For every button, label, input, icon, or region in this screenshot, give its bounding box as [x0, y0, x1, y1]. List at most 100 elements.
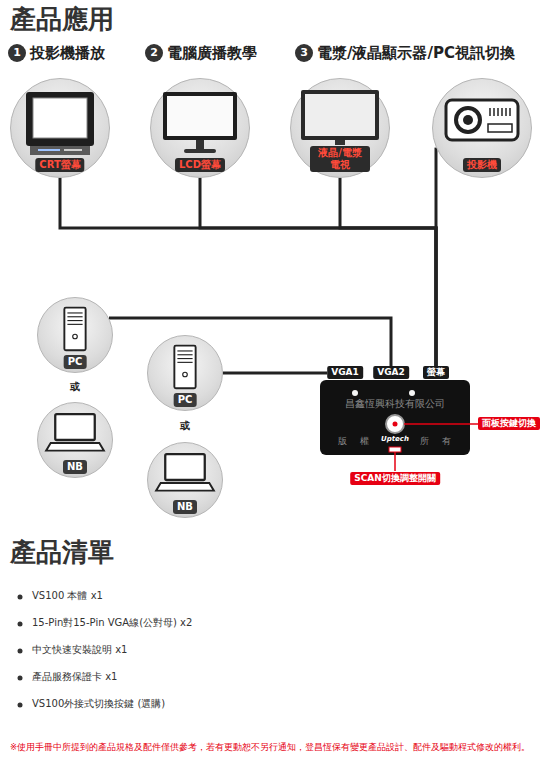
callout-number: 3: [300, 46, 308, 59]
list-bullet: [18, 649, 23, 654]
watermark: 版: [338, 436, 347, 447]
or-text: 或: [180, 420, 190, 432]
list-item: 15-Pin對15-Pin VGA線(公對母) x2: [32, 617, 192, 629]
icon-part: [488, 124, 512, 132]
device-icon: [163, 92, 237, 153]
icon-part: [305, 94, 375, 136]
device-icon: [46, 414, 104, 450]
led-lamp: [409, 390, 415, 396]
callout-box: SCAN切換調整開關: [350, 472, 440, 485]
icon-part: [67, 312, 82, 313]
device-label: CRT螢幕: [35, 158, 84, 172]
list-bullet: [18, 622, 23, 627]
device-label: NB: [173, 500, 197, 514]
notebook-circle: NB: [37, 402, 113, 478]
watermark: 有: [442, 436, 451, 447]
section-title: 產品清單: [10, 537, 114, 568]
icon-part: [456, 108, 480, 132]
callout-text: 面板按鍵切換: [482, 418, 536, 429]
port-name: VGA1: [331, 367, 359, 378]
footnote: ※使用手冊中所提到的產品規格及配件僅供參考，若有更動恕不另行通知，登昌恆保有變更…: [10, 742, 530, 752]
cable-line: [340, 178, 436, 366]
callout-number: 1: [13, 46, 21, 59]
leader-line: [394, 455, 396, 471]
device-icon: [301, 90, 379, 145]
list-bullet: [18, 703, 23, 708]
device-icon: [64, 308, 85, 351]
list-item: VS100 本體 x1: [32, 590, 103, 602]
display-circle: LCD螢幕: [150, 78, 250, 178]
icon-part: [64, 308, 85, 351]
port-tag: VGA1: [327, 366, 363, 379]
cable-line: [200, 178, 436, 366]
leader-line: [470, 423, 478, 425]
icon-part: [335, 140, 345, 145]
icon-part: [174, 346, 195, 389]
device-icon: [26, 92, 94, 155]
callout-box: 面板按鍵切換: [478, 417, 540, 430]
port-name: 螢幕: [427, 367, 445, 378]
icon-part: [183, 372, 188, 377]
cable-line: [223, 372, 327, 375]
icon-part: [463, 115, 473, 125]
icon-part: [505, 108, 507, 116]
computer-circle: PC: [37, 297, 113, 373]
display-circle: 投影機: [432, 78, 532, 178]
list-item: VS100外接式切換按鍵 (選購): [32, 698, 165, 710]
icon-part: [55, 414, 95, 440]
page-title: 產品應用: [10, 4, 114, 35]
port-name: VGA2: [377, 367, 405, 378]
port-tag: 螢幕: [423, 366, 449, 379]
section-heading: 電漿/液晶顯示器/PC視訊切換: [317, 44, 515, 62]
icon-part: [184, 149, 216, 153]
panel-button: [386, 415, 404, 433]
list-item: 中文快速安裝說明 x1: [32, 644, 127, 656]
section-heading: 電腦廣播教學: [167, 44, 257, 62]
icon-part: [501, 108, 503, 116]
icon-part: [446, 100, 518, 140]
device-label: NB: [63, 460, 87, 474]
icon-part: [167, 96, 233, 136]
icon-part: [64, 149, 82, 151]
icon-part: [26, 92, 94, 146]
cable-line: [60, 178, 436, 366]
list-bullet: [18, 595, 23, 600]
icon-part: [196, 140, 204, 149]
icon-part: [38, 149, 60, 151]
watermark: 權: [360, 436, 369, 447]
computer-circle: PC: [147, 335, 223, 411]
icon-part: [163, 92, 237, 140]
or-text: 或: [70, 381, 80, 393]
icon-part: [177, 354, 192, 355]
leader-line: [394, 452, 396, 455]
scan-switch: [389, 447, 401, 452]
number-disc: [295, 44, 313, 62]
section-heading: 投影機播放: [30, 44, 105, 62]
watermark: 昌鑫恆興科技有限公司: [345, 398, 445, 410]
notebook-circle: NB: [147, 442, 223, 518]
icon-part: [33, 98, 87, 138]
icon-part: [67, 316, 82, 317]
icon-part: [67, 320, 82, 321]
icon-part: [489, 108, 491, 116]
callout-number: 2: [150, 46, 158, 59]
icon-part: [493, 108, 495, 116]
cable-line: [435, 148, 438, 366]
display-circle: 液晶/電漿 電視: [290, 78, 390, 178]
icon-part: [177, 362, 192, 363]
brand-text: Uptech: [381, 435, 409, 443]
leader-line: [404, 423, 470, 425]
device-icon: [446, 100, 518, 140]
icon-part: [177, 350, 192, 351]
icon-part: [30, 146, 90, 155]
device-label: 液晶/電漿 電視: [310, 146, 370, 172]
icon-part: [497, 108, 499, 116]
list-item: 產品服務保證卡 x1: [32, 671, 117, 683]
number-disc: [8, 44, 26, 62]
device-label: PC: [64, 355, 87, 369]
icon-part: [165, 454, 205, 480]
device-label: LCD螢幕: [175, 158, 225, 172]
list-bullet: [18, 676, 23, 681]
callout-text: SCAN切換調整開關: [354, 473, 436, 484]
icon-part: [67, 324, 82, 325]
